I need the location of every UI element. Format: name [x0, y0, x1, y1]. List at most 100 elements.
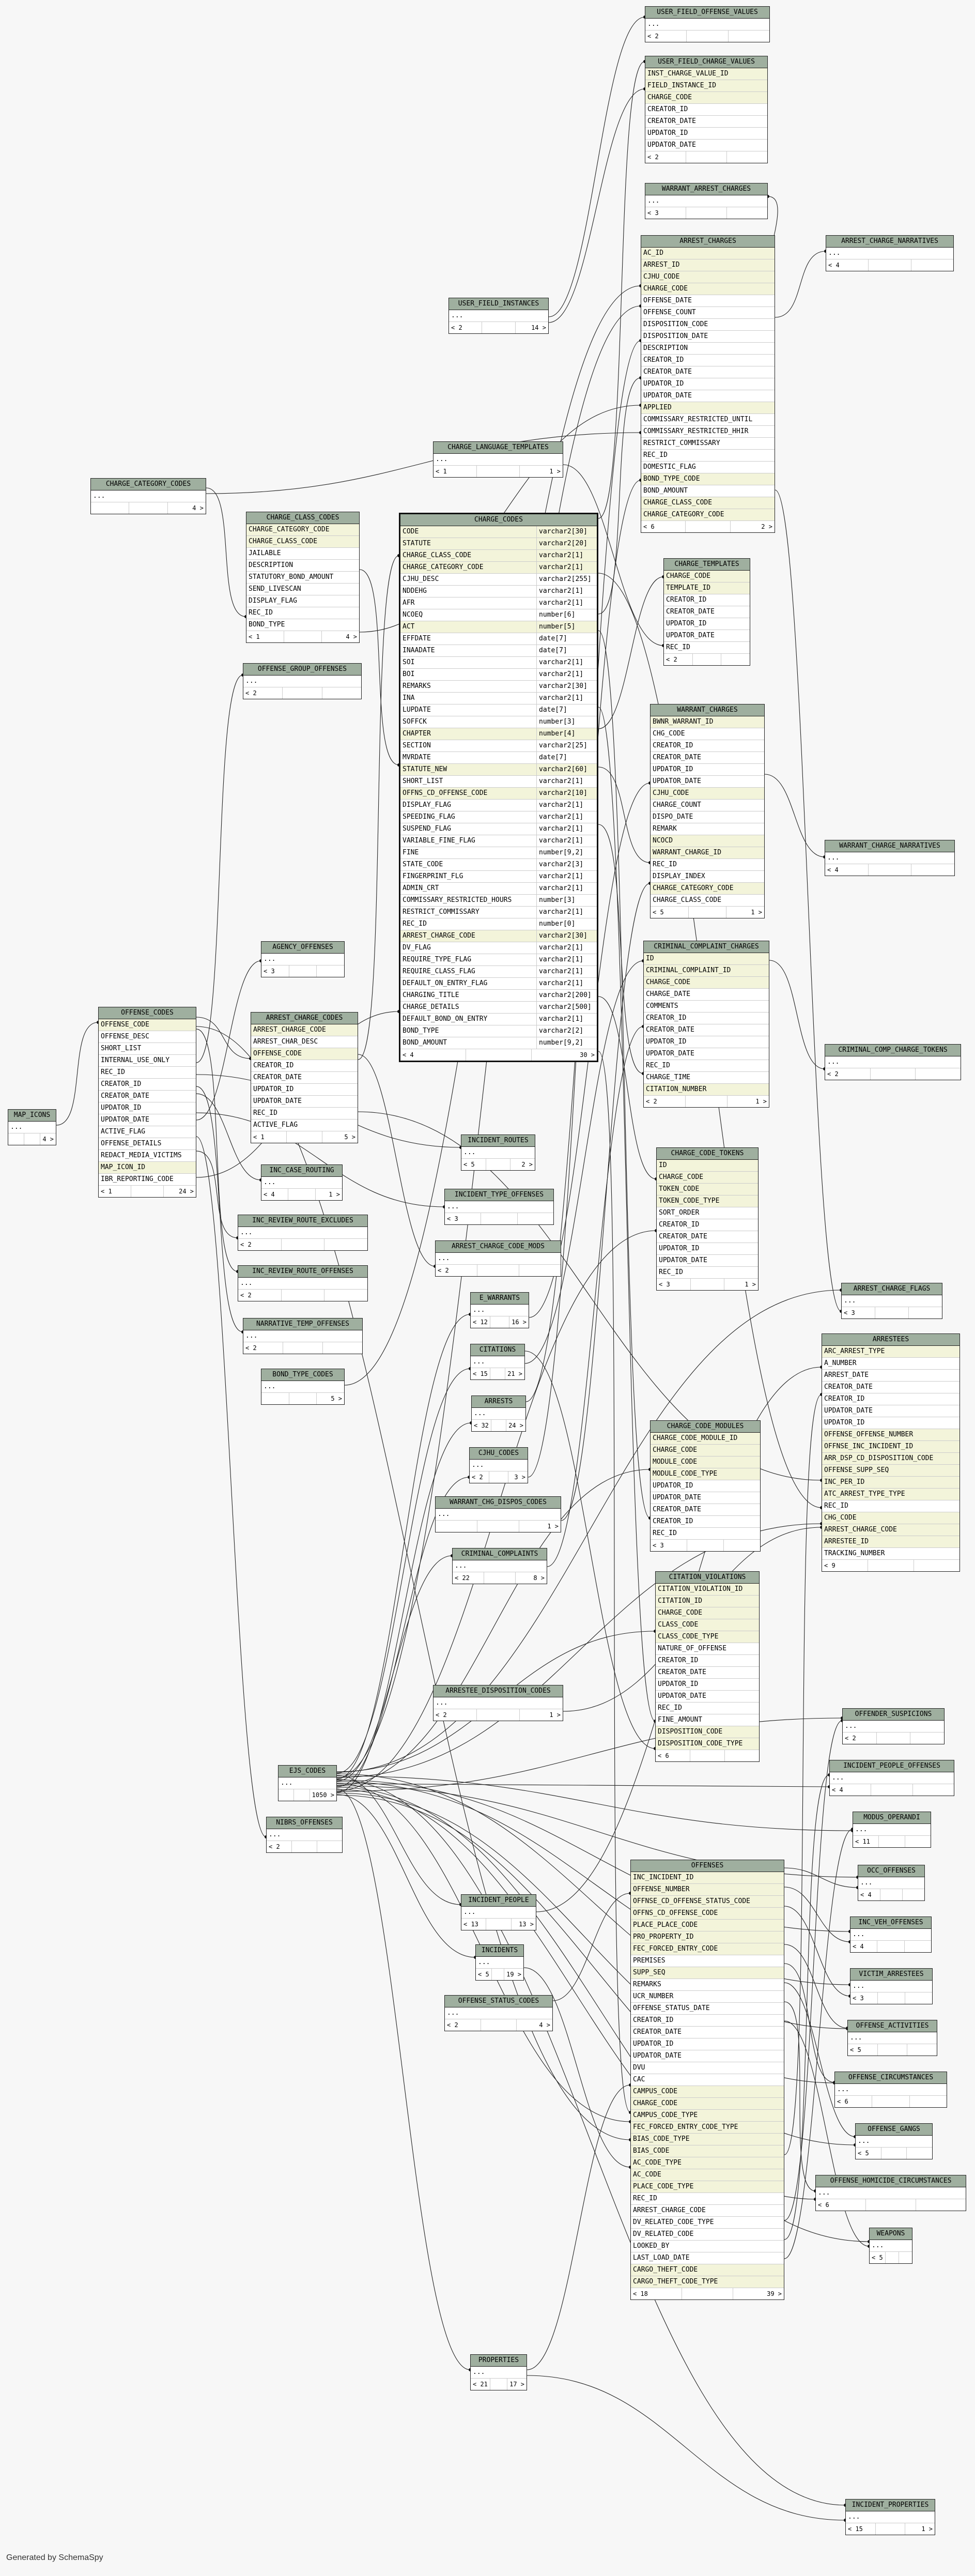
table-arrest-charge-flags[interactable]: ARREST_CHARGE_FLAGS...< 3	[841, 1283, 942, 1319]
table-weapons[interactable]: WEAPONS...< 5	[869, 2228, 912, 2264]
table-victim-arrestees[interactable]: VICTIM_ARRESTEES...< 3	[850, 1968, 933, 2004]
column-name: UPDATOR_ID	[101, 1104, 142, 1112]
table-warrant-charge-narratives[interactable]: WARRANT_CHARGE_NARRATIVES...< 4	[825, 840, 955, 876]
column-row: PRO_PROPERTY_ID	[631, 1931, 784, 1943]
table-inc-veh-offenses[interactable]: INC_VEH_OFFENSES...< 4	[850, 1916, 932, 1953]
table-footer: < 2	[243, 687, 361, 699]
table-warrant-chg-dispos-codes[interactable]: WARRANT_CHG_DISPOS_CODES...1 >	[435, 1496, 561, 1532]
column-name: LOOKED_BY	[633, 2242, 670, 2250]
table-offense-activities[interactable]: OFFENSE_ACTIVITIES...< 5	[847, 2020, 937, 2056]
children-count	[324, 1239, 367, 1250]
column-type: varchar2[1]	[536, 669, 597, 680]
children-count: 1 >	[921, 2525, 933, 2533]
table-arrest-charge-code-mods[interactable]: ARREST_CHARGE_CODE_MODS...< 2	[435, 1240, 561, 1277]
table-warrant-arrest-charges[interactable]: WARRANT_ARREST_CHARGES...< 3	[645, 183, 768, 219]
footer-spacer	[881, 2148, 907, 2159]
column-name: CREATOR_ID	[253, 1062, 294, 1069]
column-name: ...	[845, 1722, 857, 1730]
footer-spacer	[477, 466, 520, 477]
table-offense-homicide-circumstances[interactable]: OFFENSE_HOMICIDE_CIRCUMSTANCES...< 6	[815, 2175, 966, 2211]
table-header: ARREST_CHARGE_CODE_MODS	[436, 1241, 561, 1253]
column-name: ...	[264, 955, 276, 963]
table-occ-offenses[interactable]: OCC_OFFENSES...< 4	[858, 1865, 925, 1901]
table-arrest-charge-narratives[interactable]: ARREST_CHARGE_NARRATIVES...< 4	[826, 235, 954, 271]
table-inc-review-route-excludes[interactable]: INC_REVIEW_ROUTE_EXCLUDES...< 2	[238, 1215, 368, 1251]
column-row: REC_ID	[657, 1267, 758, 1279]
table-offense-group-offenses[interactable]: OFFENSE_GROUP_OFFENSES...< 2	[243, 663, 362, 699]
table-modus-operandi[interactable]: MODUS_OPERANDI...< 11	[853, 1812, 931, 1848]
table-nibrs-offenses[interactable]: NIBRS_OFFENSES...< 2	[266, 1817, 343, 1853]
relationship-edge	[336, 1469, 651, 1786]
table-offense-gangs[interactable]: OFFENSE_GANGS...< 5	[855, 2123, 933, 2159]
column-name: ...	[240, 1279, 253, 1287]
relationship-edge	[598, 766, 651, 863]
column-row: ...	[843, 1721, 944, 1732]
column-name: STATUTORY_BOND_AMOUNT	[249, 573, 334, 581]
column-row: BOND_AMOUNT	[641, 485, 775, 497]
table-ejs-codes[interactable]: EJS_CODES...1050 >	[278, 1765, 337, 1801]
table-criminal-comp-charge-tokens[interactable]: CRIMINAL_COMP_CHARGE_TOKENS...< 2	[825, 1044, 961, 1080]
table-charge-category-codes[interactable]: CHARGE_CATEGORY_CODES...4 >	[90, 478, 206, 514]
table-offense-circumstances[interactable]: OFFENSE_CIRCUMSTANCES...< 6	[834, 2072, 947, 2108]
table-inc-review-route-offenses[interactable]: INC_REVIEW_ROUTE_OFFENSES...< 2	[238, 1265, 368, 1301]
table-incident-type-offenses[interactable]: INCIDENT_TYPE_OFFENSES...< 3	[444, 1189, 554, 1225]
table-header: WARRANT_CHARGE_NARRATIVES	[825, 840, 954, 852]
table-header: INC_VEH_OFFENSES	[850, 1917, 931, 1929]
column-name: MODULE_CODE_TYPE	[653, 1470, 718, 1478]
table-incident-people-offenses[interactable]: INCIDENT_PEOPLE_OFFENSES...< 4	[829, 1760, 954, 1796]
table-map-icons[interactable]: MAP_ICONS...4 >	[8, 1109, 56, 1145]
relationship-edge	[206, 432, 641, 494]
column-row: SUPP_SEQ	[631, 1967, 784, 1979]
table-user-field-offense-values[interactable]: USER_FIELD_OFFENSE_VALUES...< 2	[645, 6, 770, 42]
footer-spacer	[288, 1189, 316, 1200]
column-row: REC_ID	[644, 1060, 769, 1072]
column-row: IBR_REPORTING_CODE	[99, 1174, 196, 1186]
footer-spacer	[490, 2379, 508, 2390]
table-bond-type-codes[interactable]: BOND_TYPE_CODES...5 >	[261, 1369, 345, 1405]
table-offender-suspicions[interactable]: OFFENDER_SUSPICIONS...< 2	[842, 1708, 945, 1744]
relationship-edge	[784, 2001, 816, 2191]
children-count	[905, 1836, 931, 1847]
table-narrative-temp-offenses[interactable]: NARRATIVE_TEMP_OFFENSES...< 2	[243, 1318, 363, 1354]
footer-spacer	[284, 631, 322, 642]
relationship-edge	[784, 1982, 856, 2137]
relationship-edge	[336, 1788, 471, 2370]
column-row: OFFENSE_OFFENSE_NUMBER	[822, 1429, 959, 1441]
column-row: UPDATOR_ID	[645, 128, 767, 140]
column-name: OFFNS_CD_OFFENSE_CODE	[403, 789, 488, 797]
column-row: CHARGE_DATE	[644, 989, 769, 1001]
table-footer: < 11	[853, 1836, 931, 1847]
table-agency-offenses[interactable]: AGENCY_OFFENSES...< 3	[261, 941, 345, 977]
